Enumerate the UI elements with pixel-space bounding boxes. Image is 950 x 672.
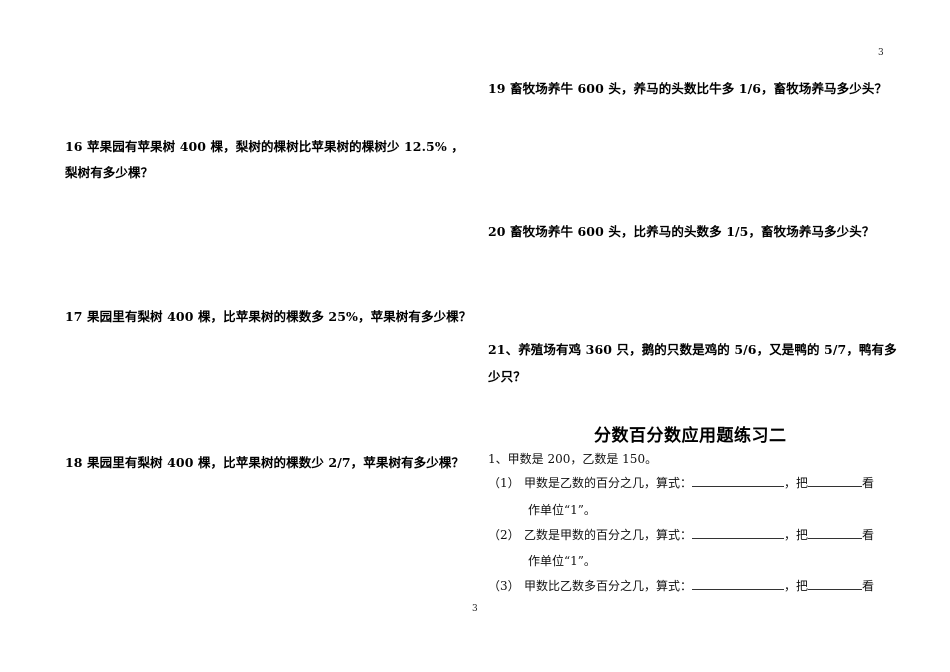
sub-item-mid: ，把 (784, 528, 809, 542)
answer-blank-formula[interactable] (692, 476, 785, 487)
sub-item-1-continuation: 作单位“1”。 (528, 503, 596, 517)
question-21-line-1: 21、养殖场有鸡 360 只，鹅的只数是鸡的 5/6，又是鸭的 5/7，鸭有多 (488, 342, 897, 357)
sub-item-text: 乙数是甲数的百分之几，算式： (524, 528, 693, 542)
sub-item-index: （1） (488, 476, 520, 490)
sub-item-text: 甲数比乙数多百分之几，算式： (524, 579, 693, 593)
exercise-1-intro: 1、甲数是 200，乙数是 150。 (488, 452, 658, 466)
sub-item-text: 甲数是乙数的百分之几，算式： (524, 476, 693, 490)
question-17: 17 果园里有梨树 400 棵，比苹果树的棵数多 25%，苹果树有多少棵？ (65, 309, 472, 324)
answer-blank-unit[interactable] (808, 579, 863, 590)
question-21-line-2: 少只？ (488, 369, 526, 384)
sub-item-2-continuation: 作单位“1”。 (528, 554, 596, 568)
sub-item-index: （3） (488, 579, 520, 593)
sub-item-index: （2） (488, 528, 520, 542)
sub-item-end: 看 (862, 528, 875, 542)
section-title: 分数百分数应用题练习二 (594, 426, 787, 446)
question-18: 18 果园里有梨树 400 棵，比苹果树的棵数少 2/7，苹果树有多少棵？ (65, 455, 465, 470)
sub-item-1: （1） 甲数是乙数的百分之几，算式： ，把 看 (488, 474, 874, 491)
page-number-bottom: 3 (472, 604, 478, 614)
sub-item-mid: ，把 (784, 579, 809, 593)
answer-blank-formula[interactable] (692, 579, 785, 590)
question-19: 19 畜牧场养牛 600 头，养马的头数比牛多 1/6，畜牧场养马多少头？ (488, 81, 888, 96)
sub-item-2: （2） 乙数是甲数的百分之几，算式： ，把 看 (488, 526, 874, 543)
sub-item-end: 看 (862, 476, 875, 490)
question-20: 20 畜牧场养牛 600 头，比养马的头数多 1/5，畜牧场养马多少头？ (488, 224, 875, 239)
answer-blank-formula[interactable] (692, 528, 785, 539)
question-16-line-1: 16 苹果园有苹果树 400 棵，梨树的棵树比苹果树的棵树少 12.5% ， (65, 139, 464, 154)
sub-item-3: （3） 甲数比乙数多百分之几，算式： ，把 看 (488, 577, 874, 594)
sub-item-end: 看 (862, 579, 875, 593)
answer-blank-unit[interactable] (808, 476, 863, 487)
sub-item-mid: ，把 (784, 476, 809, 490)
question-16-line-2: 梨树有多少棵？ (65, 165, 154, 180)
page-number-top: 3 (878, 48, 884, 58)
answer-blank-unit[interactable] (808, 528, 863, 539)
